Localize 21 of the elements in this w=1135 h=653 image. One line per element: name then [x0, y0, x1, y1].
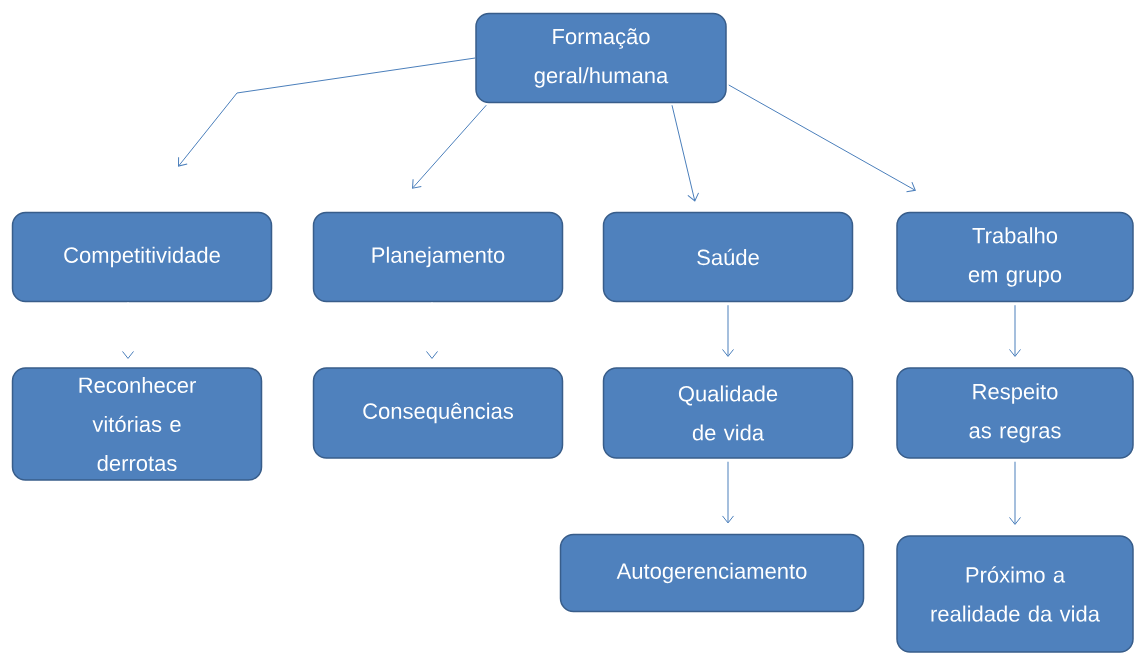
arrow: [412, 104, 487, 189]
process-box: Consequências: [312, 367, 564, 459]
process-box: Reconhecer vitórias e derrotas: [11, 367, 263, 481]
process-box: Competitividade: [11, 211, 273, 303]
process-box: Próximo a realidade da vida: [896, 535, 1134, 653]
arrow: [122, 301, 134, 359]
process-box: Saúde: [602, 211, 854, 303]
process-box: Qualidade de vida: [602, 367, 854, 459]
process-box: Planejamento: [312, 211, 564, 303]
arrow: [1009, 461, 1021, 525]
arrow: [426, 301, 438, 359]
process-box: Respeito as regras: [896, 367, 1134, 459]
process-box: Formação geral/humana: [475, 12, 727, 104]
arrow: [728, 84, 916, 193]
arrow: [178, 57, 476, 167]
arrow: [1009, 304, 1021, 357]
process-box: Trabalho em grupo: [896, 211, 1134, 303]
arrow: [671, 104, 700, 202]
process-box: Autogerenciamento: [559, 533, 865, 613]
arrow: [722, 461, 734, 524]
arrow: [722, 304, 734, 357]
